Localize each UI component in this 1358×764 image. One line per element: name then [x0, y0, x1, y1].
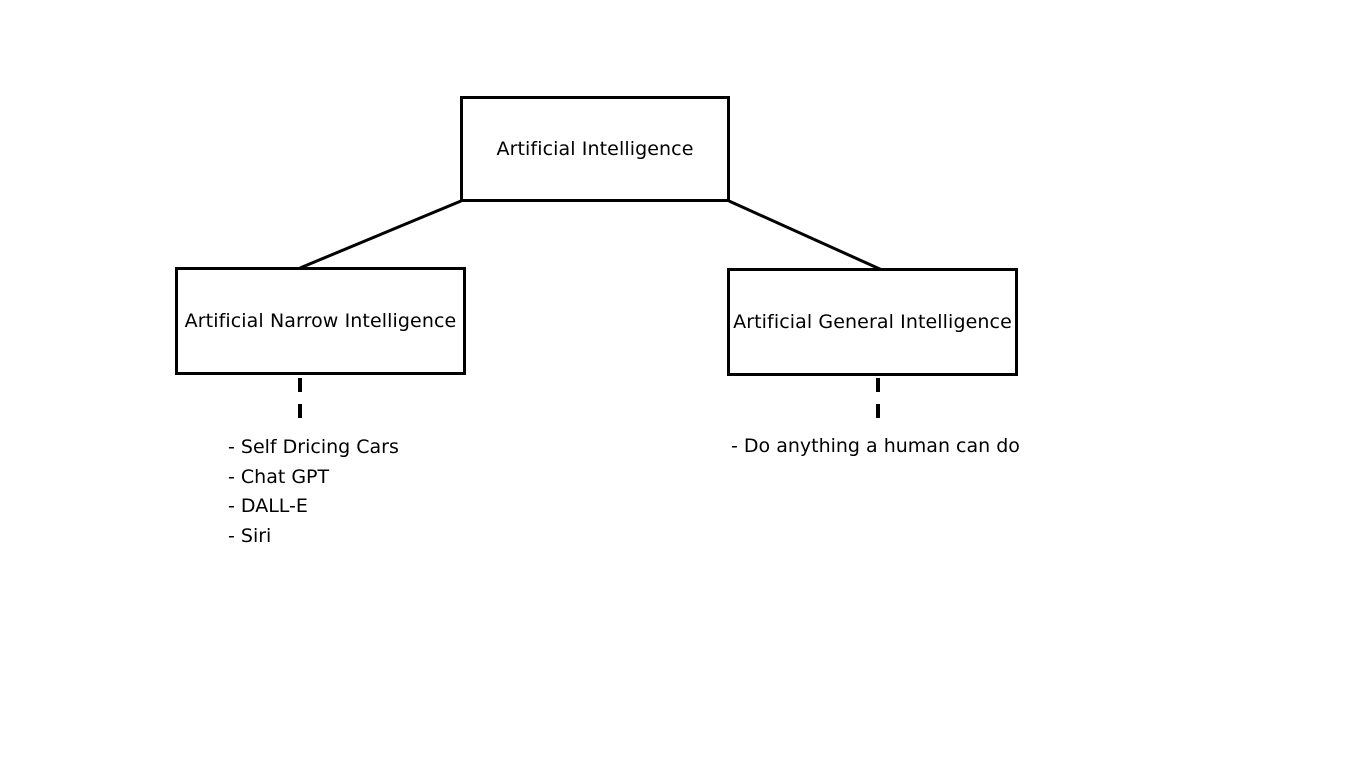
general-examples-list: - Do anything a human can do — [731, 432, 1020, 462]
list-item: - Do anything a human can do — [731, 435, 1020, 457]
node-artificial-general-intelligence: Artificial General Intelligence — [727, 268, 1018, 376]
node-artificial-intelligence: Artificial Intelligence — [460, 96, 730, 202]
narrow-examples-list: - Self Dricing Cars - Chat GPT - DALL-E … — [228, 433, 399, 551]
connector-root-to-narrow — [299, 199, 462, 270]
list-item: - Chat GPT — [228, 465, 330, 488]
node-label: Artificial General Intelligence — [733, 311, 1012, 333]
list-item: - Self Dricing Cars — [228, 436, 399, 458]
list-item: - DALL-E — [228, 495, 308, 517]
node-label: Artificial Intelligence — [496, 138, 694, 160]
list-item: - Siri — [228, 524, 272, 547]
connector-root-to-general — [728, 199, 883, 272]
node-artificial-narrow-intelligence: Artificial Narrow Intelligence — [175, 267, 466, 375]
node-label: Artificial Narrow Intelligence — [184, 310, 457, 332]
